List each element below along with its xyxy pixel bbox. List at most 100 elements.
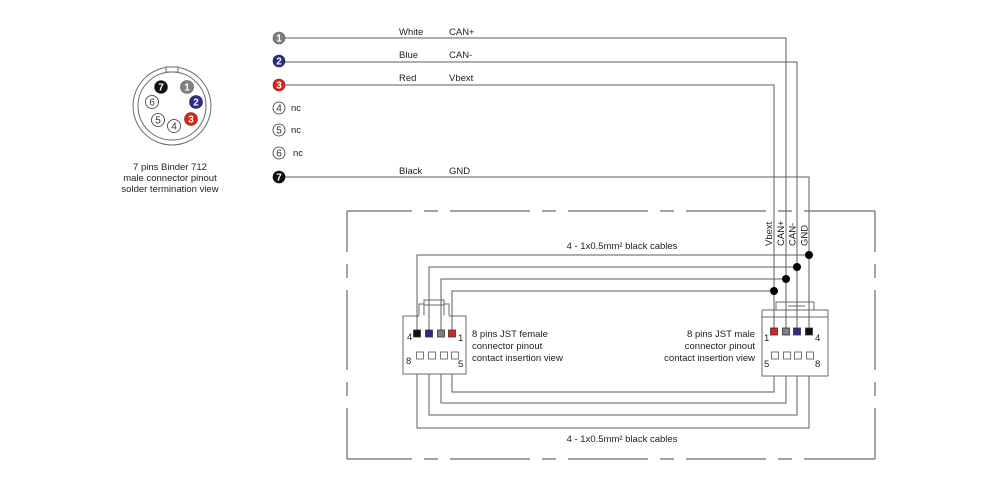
jst-male-pin-number-5: 5 [764,359,769,370]
binder-pin-4-label: 4 [171,122,177,133]
pin-4-note: nc [291,103,301,114]
pin-list-item-6: 6 nc [272,146,303,160]
jst-male-pin-number-8: 8 [815,359,820,370]
jst-female-pin-number-5: 5 [458,359,463,370]
binder-pin-7-label: 7 [158,83,164,94]
cable-pin7-bottom [428,358,798,416]
pin-list-item-1: 1 White CAN+ [272,27,475,45]
cable-can-plus-top [440,278,786,330]
pin-1-number: 1 [276,34,282,45]
pin-3-marker [272,78,286,92]
jst-male-pin-8 [806,351,814,360]
jst-female-caption-line1: 8 pins JST female [472,329,548,340]
cable-loops-bottom [416,358,810,429]
jst-female-pin-5 [451,351,459,360]
pin-1-signal: CAN+ [449,27,475,38]
junction-dots [770,251,813,295]
jst-male-pin-number-4: 4 [815,333,820,344]
jst-male-pin-4 [805,327,813,336]
pin-list-item-5: 5 nc [272,123,301,137]
pin-7-wire-color: Black [399,166,422,177]
pin-7-signal: GND [449,166,470,177]
binder-pin-1-circle [180,80,194,94]
pin-3-number: 3 [276,81,282,92]
jst-female-pin-6 [440,351,448,360]
binder-pin-5-circle [151,113,165,127]
jst-male-pin-number-1: 1 [764,333,769,344]
jst-female-latch-bar [423,299,445,306]
pin-list-item-2: 2 Blue CAN- [272,50,472,68]
binder-key-notch [165,66,179,73]
jst-female-pin-3 [425,329,433,338]
jst-female-body [402,315,467,375]
pin-2-wire-color: Blue [399,50,418,61]
pin-7-marker [272,170,286,184]
wire-gnd-black [285,176,810,330]
pin-2-number: 2 [276,57,282,68]
wire-vbext-red [285,84,775,330]
pin-5-note: nc [291,125,301,136]
cable-can-minus-top [428,266,797,330]
jst-male-caption-line3: contact insertion view [664,353,755,364]
cable-pin8-bottom [416,358,810,429]
pin-2-marker [272,54,286,68]
pin-5-marker [272,123,286,137]
bus-label-vbext: Vbext [764,221,775,246]
binder-pin-2-circle [189,95,203,109]
cable-vbext-top [451,290,774,330]
jst-female-caption-line2: connector pinout [472,341,543,352]
cable-label-top: 4 - 1x0.5mm² black cables [567,241,678,252]
binder-pin-4-circle [167,119,181,133]
binder-pin-6-circle [145,95,159,109]
pin-list-item-3: 3 Red Vbext [272,73,474,92]
junction-gnd [805,251,813,259]
pin-2-signal: CAN- [449,50,472,61]
pin-list-item-7: 7 Black GND [272,166,470,184]
junction-can-minus [793,263,801,271]
binder-pin-6-label: 6 [149,98,155,109]
jst-female-latch-hooks [418,303,450,316]
binder-pin-5-label: 5 [155,116,161,127]
pin-7-number: 7 [276,173,282,184]
jst-female-pin-number-1: 1 [458,333,463,344]
binder-pin-6: 6 [145,95,159,109]
pin-6-note: nc [293,148,303,159]
junction-can-plus [782,275,790,283]
pin-1-marker [272,31,286,45]
cable-gnd-top [416,254,809,330]
binder-caption-line3: solder termination view [121,184,218,195]
pin-3-signal: Vbext [449,73,474,84]
binder-wires [285,37,810,330]
bus-label-gnd: GND [800,225,811,246]
jst-female-pin-4 [413,329,421,338]
jst-female-connector: 4 1 8 5 8 pins JST female connector pino… [402,299,563,375]
jst-male-pin-2 [782,327,790,336]
jst-male-pin-3 [793,327,801,336]
binder-pin-7: 7 [154,80,168,94]
jst-female-pin-8 [416,351,424,360]
jst-male-body [761,309,829,377]
binder-pin-4: 4 [167,119,181,133]
jst-female-pin-2 [437,329,445,338]
pin-1-wire-color: White [399,27,423,38]
cable-pin6-bottom [440,358,787,404]
binder-connector: 7 1 2 3 4 5 6 7 pins Binder 712 male con… [121,66,219,195]
jst-male-pin-1 [770,327,778,336]
jst-female-pin-1 [448,329,456,338]
jst-male-pin-7 [794,351,802,360]
binder-pin-7-circle [154,80,168,94]
binder-pin-1: 1 [180,80,194,94]
binder-pin-3-circle [184,112,198,126]
bus-label-can-minus: CAN- [788,223,799,246]
jst-female-pin-7 [428,351,436,360]
cable-loops-top [416,254,809,330]
jst-male-connector: 1 4 5 8 8 pins JST male connector pinout… [664,300,829,377]
binder-caption-line2: male connector pinout [123,173,217,184]
pin-list-item-4: 4 nc [272,101,301,115]
binder-pin-3: 3 [184,112,198,126]
binder-pin-1-label: 1 [184,83,190,94]
cable-assembly-boundary [346,210,876,460]
pin-5-number: 5 [276,126,282,137]
pin-6-marker [272,146,286,160]
binder-pin-2-label: 2 [193,98,199,109]
